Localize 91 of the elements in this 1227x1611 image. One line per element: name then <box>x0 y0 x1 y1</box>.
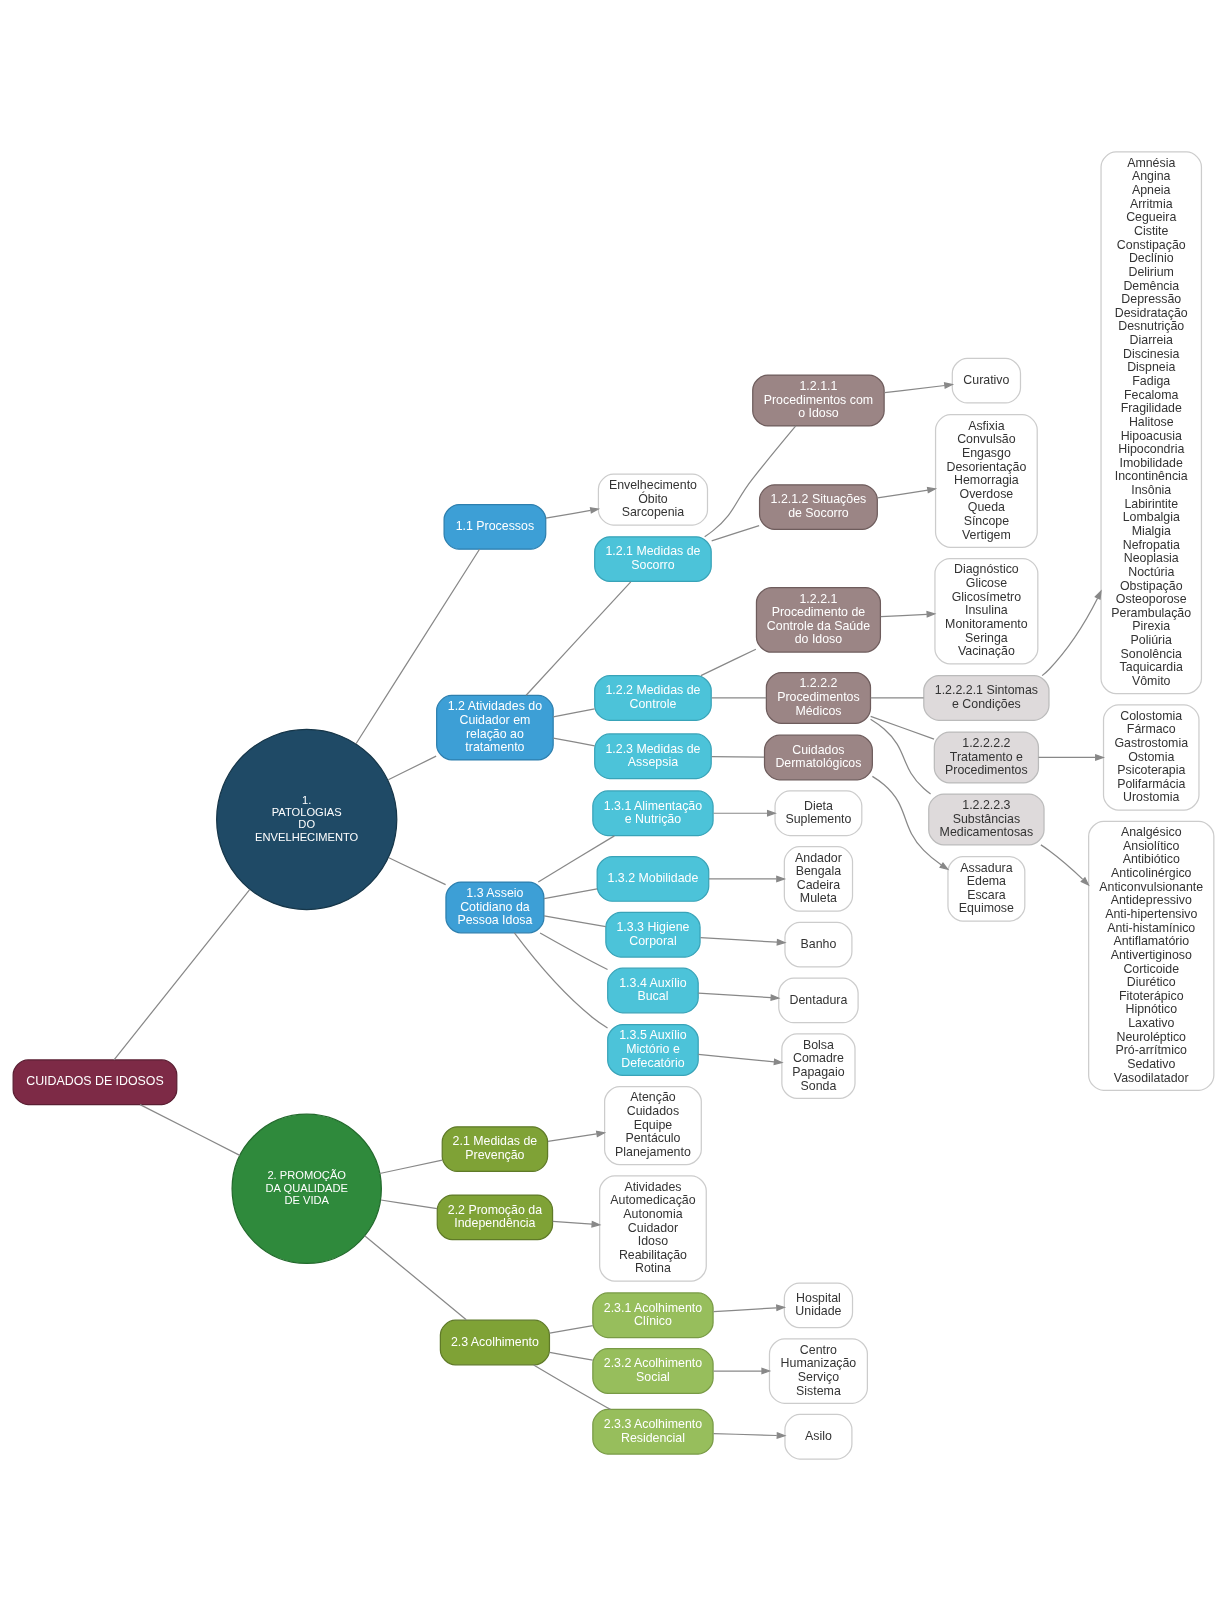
node-box: 1.3.1 Alimentação e Nutrição <box>592 790 714 837</box>
connector <box>552 737 596 747</box>
connector <box>364 1235 467 1321</box>
node-box: 1.2.2.2.2 Tratamento e Procedimentos <box>933 731 1040 784</box>
connector <box>543 888 598 900</box>
node-box: Assadura Edema Escara Equimose <box>947 856 1026 922</box>
node-box: 2.3.1 Acolhimento Clínico <box>592 1292 714 1339</box>
arrow <box>545 507 601 519</box>
arrow <box>708 875 787 883</box>
connector <box>870 697 925 699</box>
node-box: 1.2.2.1 Procedimento de Controle da Saúde do Idoso <box>755 587 882 653</box>
node-box: Curativo <box>951 357 1022 404</box>
connector <box>537 835 615 883</box>
node-box: Cuidados Dermatológicos <box>763 734 873 781</box>
connector <box>539 932 609 971</box>
connector <box>387 755 437 781</box>
connector <box>379 1159 443 1175</box>
connector <box>533 1364 612 1410</box>
node-box: Colostomia Fármaco Gastrostomia Ostomia Psicoterapia Polifarmácia Urostomia <box>1102 704 1200 811</box>
node-box: 2.3 Acolhimento <box>439 1319 551 1366</box>
node-box: Analgésico Ansiolítico Antibiótico Anticolinérgico Anticonvulsionante Antidepressivo Anti-hipertensivo Anti-histamínico Antiflamatório Antivertiginoso Corticoide Diurético Fitoterápico Hipnótico Laxativo Neuroléptico Pró-arrítmico Sedativo Vasodilatador <box>1088 820 1215 1091</box>
connector <box>869 718 932 795</box>
connector <box>513 932 609 1029</box>
node-box: Amnésia Angina Apneia Arritmia Cegueira Cistite Constipação Declínio Delirium Demência Depressão Desidratação Desnutrição Diarreia Discinesia Dispneia Fadiga Fecaloma Fragilidade Halitose Hipoacusia Hipocondria Imobilidade Incontinência Insônia Labirintite Lombalgia Mialgia Nefropatia Neoplasia Noctúria Obstipação Osteoporose Perambulação Pirexia Poliúria Sonolência Taquicardia Vômito <box>1100 151 1203 695</box>
node-box: 1.2 Atividades do Cuidador em relação ao tratamento <box>436 694 554 761</box>
node-box: 1.3.5 Auxílio Mictório e Defecatório <box>607 1023 699 1077</box>
node-box: 1.2.1.2 Situações de Socorro <box>758 484 878 530</box>
node-box: 1.2.2 Medidas de Controle <box>594 675 712 721</box>
node-box: 1.2.2.2 Procedimentos Médicos <box>765 671 872 724</box>
node-circle: 1. PATOLOGIAS DO ENVELHECIMENTO <box>216 728 398 911</box>
node-box: Hospital Unidade <box>783 1282 854 1329</box>
node-box: 2.1 Medidas de Prevenção <box>441 1126 549 1173</box>
connector <box>355 548 481 745</box>
node-box: 1.2.1.1 Procedimentos com o Idoso <box>752 374 885 427</box>
connector <box>525 581 632 696</box>
node-box: 1.2.1 Medidas de Socorro <box>594 536 712 583</box>
arrow <box>1040 844 1090 887</box>
node-box: Asilo <box>784 1413 853 1460</box>
connector <box>139 1103 241 1156</box>
node-box: Centro Humanização Serviço Sistema <box>768 1338 868 1404</box>
node-box: 1.1 Processos <box>443 504 547 550</box>
node-circle: 2. PROMOÇÃO DA QUALIDADE DE VIDA <box>231 1113 382 1265</box>
node-box: Andador Bengala Cadeira Muleta <box>783 846 854 912</box>
node-box: Atenção Cuidados Equipe Pentáculo Planejamento <box>604 1085 702 1166</box>
node-box: 2.3.3 Acolhimento Residencial <box>592 1408 714 1455</box>
node-box: 1.3 Asseio Cotidiano da Pessoa Idosa <box>445 881 545 934</box>
connector <box>113 889 251 1061</box>
node-box: 1.3.3 Higiene Corporal <box>605 911 701 958</box>
node-box: CUIDADOS DE IDOSOS <box>12 1059 178 1106</box>
connector <box>704 425 797 538</box>
connector <box>711 697 767 699</box>
arrow <box>712 1367 772 1375</box>
arrow <box>712 1432 787 1439</box>
node-box: 2.3.2 Acolhimento Social <box>592 1348 714 1394</box>
arrow <box>697 1053 784 1066</box>
node-box: Asfixia Convulsão Engasgo Desorientação Hemorragia Overdose Queda Síncope Vertigem <box>934 414 1038 548</box>
arrow <box>712 1304 787 1313</box>
node-box: Dieta Suplemento <box>774 790 863 837</box>
node-box: Atividades Automedicação Autonomia Cuidador Idoso Reabilitação Rotina <box>599 1175 707 1282</box>
node-box: Diagnóstico Glicose Glicosímetro Insulina Monitoramento Seringa Vacinação <box>934 557 1039 665</box>
connector <box>543 915 607 928</box>
arrow <box>712 809 777 817</box>
connector <box>552 708 596 718</box>
connector <box>711 756 765 758</box>
arrow <box>880 610 937 618</box>
arrow <box>697 992 781 1002</box>
connector <box>711 525 760 542</box>
node-box: 1.2.2.2.3 Substâncias Medicamentosas <box>928 793 1045 846</box>
connector <box>700 648 757 677</box>
connector <box>380 1199 438 1210</box>
node-box: Dentadura <box>778 977 859 1024</box>
node-box: 1.2.2.2.1 Sintomas e Condições <box>923 675 1050 721</box>
connector <box>549 1351 594 1361</box>
arrow <box>699 936 787 946</box>
node-box: Envelhecimento Óbito Sarcopenia <box>597 473 709 526</box>
node-box: 1.2.3 Medidas de Assepsia <box>594 733 712 780</box>
node-box: 1.3.4 Auxílio Bucal <box>607 967 699 1014</box>
connector <box>870 715 935 740</box>
arrow <box>547 1130 607 1142</box>
node-box: 2.2 Promoção da Independência <box>436 1194 554 1241</box>
node-box: 1.3.2 Mobilidade <box>596 856 710 902</box>
arrow <box>552 1220 602 1228</box>
node-box: Bolsa Comadre Papagaio Sonda <box>781 1033 856 1099</box>
connector <box>549 1324 594 1334</box>
arrow <box>876 486 938 499</box>
arrow <box>1037 754 1105 761</box>
arrow <box>884 382 955 394</box>
node-box: Banho <box>784 921 853 968</box>
arrow <box>871 775 950 871</box>
arrow <box>1041 589 1102 677</box>
connector <box>388 857 447 886</box>
